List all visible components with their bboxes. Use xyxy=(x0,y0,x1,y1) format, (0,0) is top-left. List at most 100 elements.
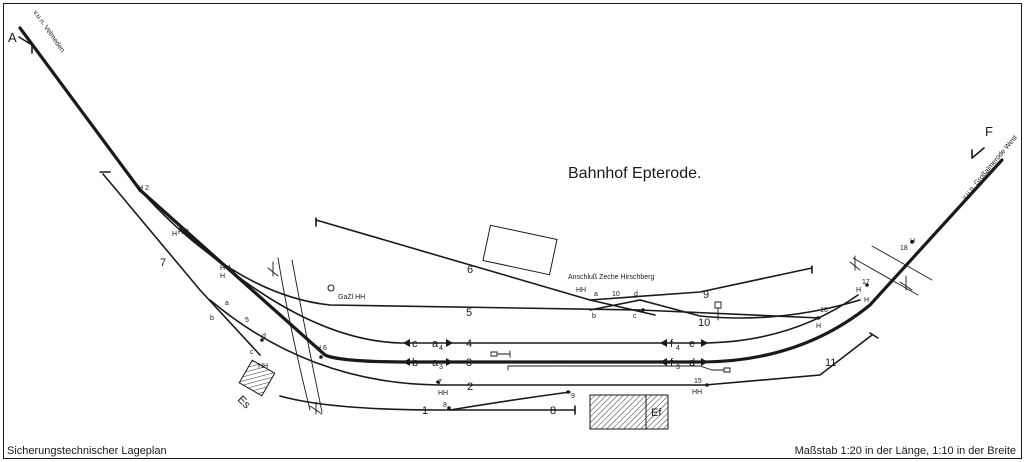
signal-a-label: A xyxy=(8,30,17,45)
boundary-line-1 xyxy=(277,257,311,411)
track-signal-e: e xyxy=(689,338,695,350)
arrow-right-e xyxy=(701,339,708,347)
track-number-10: 10 xyxy=(698,317,710,329)
gazi-label: GaZl HH xyxy=(338,294,365,301)
switch-hh-label-1: HH xyxy=(258,363,268,370)
arrow-right-d xyxy=(701,358,708,366)
track-1 xyxy=(279,395,576,411)
switch-dot-16 xyxy=(816,316,820,320)
building-ef xyxy=(645,394,669,430)
joint-east-1 xyxy=(849,255,861,271)
track-signal-a4: a xyxy=(432,338,439,350)
footer-right: Maßstab 1:20 in der Länge, 1:10 in der B… xyxy=(795,445,1016,457)
switch-dot-7 xyxy=(436,380,440,384)
switch-dot-5 xyxy=(260,338,264,342)
switch-hh-label-4: HH xyxy=(692,389,702,396)
switch-18-label: 18 xyxy=(900,245,908,252)
switch-dot-8 xyxy=(447,406,451,410)
track-8 xyxy=(449,391,571,411)
joint-west-2 xyxy=(309,401,323,415)
track-signal-f3: f xyxy=(670,357,674,369)
switch-dot-10 xyxy=(641,308,645,312)
building-es xyxy=(238,359,276,397)
track-signal-d: d xyxy=(689,357,695,369)
switch-dot-2 xyxy=(138,188,142,192)
track-number-6: 6 xyxy=(467,264,473,276)
switch-5-label: 5 xyxy=(245,317,249,324)
arrow-left-f3 xyxy=(660,358,667,366)
switch-hh-label-2: HH xyxy=(438,390,448,397)
track-number-11: 11 xyxy=(825,357,836,369)
switch-9-label: 9 xyxy=(571,393,575,400)
gazi-marker xyxy=(327,284,335,292)
building-ef-label: Ef xyxy=(651,407,662,419)
track-5 xyxy=(139,189,821,319)
arrow-left-3 xyxy=(403,358,410,366)
switch-15-label: 15 xyxy=(694,378,702,385)
switch-dot-3 xyxy=(180,226,184,230)
arrow-right-a4 xyxy=(446,339,453,347)
switch-2-label: H 2 xyxy=(138,185,149,192)
track-number-2: 2 xyxy=(467,381,473,393)
direction-east-label: v.u.n. Großalmerode West xyxy=(961,134,1019,201)
track-number-8: 8 xyxy=(550,405,556,417)
arrow-left-f4 xyxy=(660,339,667,347)
track-signal-a3-sub: 3 xyxy=(439,364,443,371)
siding-label: Anschluß Zeche Hirschberg xyxy=(568,274,654,281)
track-7 xyxy=(102,173,261,356)
switch-7-label: 7 xyxy=(438,379,442,386)
track-guide xyxy=(507,365,713,371)
track-signal-a3: a xyxy=(432,357,439,369)
track-signal-b: b xyxy=(412,357,418,369)
track-number-9: 9 xyxy=(703,289,709,301)
letter-c-siding: c xyxy=(633,313,637,320)
boundary-line-4 xyxy=(871,245,933,281)
track-number-3: 3 xyxy=(466,357,472,369)
station-title: Bahnhof Epterode. xyxy=(568,165,701,182)
footer-left: Sicherungstechnischer Lageplan xyxy=(7,445,167,457)
letter-d-siding: d xyxy=(634,291,638,298)
letter-d-left: d xyxy=(262,333,266,340)
track-10 xyxy=(589,299,861,319)
building-es-label: Es xyxy=(235,394,253,412)
main-line-west xyxy=(18,26,562,364)
signal-track10-marker xyxy=(714,301,722,321)
switch-17-label: 17 xyxy=(862,279,870,286)
track-signal-f3-sub: 3 xyxy=(676,364,680,371)
switch-dot-18 xyxy=(910,240,914,244)
boundary-line-2 xyxy=(291,259,323,413)
switch-dot-9 xyxy=(566,390,570,394)
arrow-left-4 xyxy=(403,339,410,347)
joint-west-1 xyxy=(267,261,279,277)
track-11-buffer xyxy=(869,332,879,339)
track-number-5: 5 xyxy=(466,307,472,319)
track-signal-f4-sub: 4 xyxy=(676,345,680,352)
letter-h-west-1: H xyxy=(172,231,177,238)
track-signal-f4: f xyxy=(670,338,674,350)
track-number-4: 4 xyxy=(466,338,472,350)
track-9 xyxy=(589,267,813,301)
track-signal-a4-sub: 4 xyxy=(439,345,443,352)
joint-east-2 xyxy=(899,275,913,291)
letter-h-east-3: H xyxy=(864,297,869,304)
boundary-line-3 xyxy=(852,257,919,296)
arrow-right-a3 xyxy=(446,358,453,366)
switch-hh-label-3: HH xyxy=(576,287,586,294)
switch-dot-17 xyxy=(865,283,869,287)
direction-west-label: v.u.n. Velmeden xyxy=(31,9,65,54)
plan-frame xyxy=(3,3,1022,459)
signal-track1-marker xyxy=(711,367,731,373)
switch-dot-4 xyxy=(231,269,235,273)
letter-h-east-1: H xyxy=(816,323,821,330)
signal-track2-marker xyxy=(490,350,511,358)
letter-a-siding: a xyxy=(594,291,598,298)
signal-f-label: F xyxy=(985,124,993,139)
switch-6-label: H 6 xyxy=(316,345,327,352)
track-4 xyxy=(179,227,859,344)
switch-10-label: 10 xyxy=(612,291,620,298)
switch-3-label: H 3 xyxy=(178,229,189,236)
track-2 xyxy=(209,299,873,386)
switch-dot-15 xyxy=(705,383,709,387)
letter-c-left: c xyxy=(250,349,254,356)
